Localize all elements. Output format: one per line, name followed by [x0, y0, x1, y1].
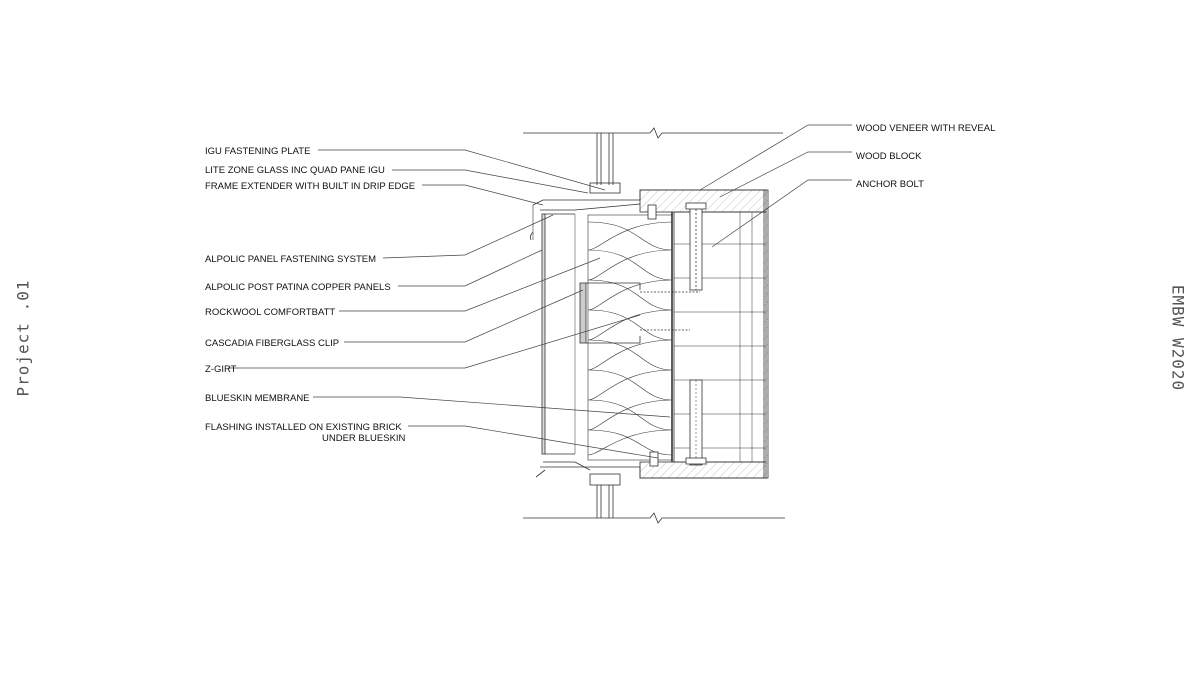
leader-frame-extender: [422, 184, 544, 206]
alpolic-panel: [541, 213, 576, 455]
callout-flashing-line1: FLASHING INSTALLED ON EXISTING BRICK: [205, 422, 402, 433]
leader-wood-block: [719, 151, 852, 198]
rockwool-insulation: [587, 214, 673, 461]
leader-lines-right: [699, 124, 852, 248]
callout-igu-fastening-plate: IGU FASTENING PLATE: [205, 146, 310, 157]
callout-alpolic-fastening: ALPOLIC PANEL FASTENING SYSTEM: [205, 254, 376, 265]
leader-igu-fastening-plate: [318, 149, 606, 191]
z-girt: [579, 282, 641, 344]
break-line-bottom: [523, 512, 785, 524]
callout-alpolic-panels: ALPOLIC POST PATINA COPPER PANELS: [205, 282, 391, 293]
leader-blueskin: [313, 396, 671, 418]
callout-frame-extender: FRAME EXTENDER WITH BUILT IN DRIP EDGE: [205, 181, 415, 192]
leader-alpolic-panels: [398, 249, 543, 287]
leader-rockwool: [339, 257, 601, 312]
wood-veneer-face: [763, 189, 769, 479]
anchor-bolt-upper: [685, 202, 707, 291]
leader-lite-zone-glass: [392, 169, 589, 194]
callout-anchor-bolt: ANCHOR BOLT: [856, 179, 924, 190]
anchor-bolt-lower: [685, 379, 707, 466]
callout-wood-veneer: WOOD VENEER WITH REVEAL: [856, 123, 995, 134]
callout-lite-zone-glass: LITE ZONE GLASS INC QUAD PANE IGU: [205, 165, 385, 176]
leader-wood-veneer: [699, 124, 852, 191]
callout-z-girt: Z-GIRT: [205, 364, 237, 375]
callout-flashing-line2: UNDER BLUESKIN: [322, 433, 406, 444]
leader-anchor-bolt: [711, 179, 852, 248]
glazing-mullion-top: [589, 133, 621, 194]
callout-rockwool: ROCKWOOL COMFORTBATT: [205, 307, 335, 318]
callouts-right: WOOD VENEER WITH REVEAL WOOD BLOCK ANCHO…: [856, 123, 995, 190]
callout-blueskin: BLUESKIN MEMBRANE: [205, 393, 310, 404]
leader-cascadia-clip: [344, 289, 584, 343]
glazing-mullion-bottom: [589, 473, 621, 518]
leader-z-girt: [228, 314, 641, 369]
existing-brick-wall: [673, 211, 767, 463]
leader-lines-left: [228, 149, 671, 459]
section-drawing: [523, 127, 785, 524]
leader-flashing: [408, 425, 659, 459]
clip-screws: [640, 204, 700, 467]
callout-cascadia-clip: CASCADIA FIBERGLASS CLIP: [205, 338, 339, 349]
leader-alpolic-fastening: [382, 214, 554, 259]
callouts-left: IGU FASTENING PLATE LITE ZONE GLASS INC …: [205, 146, 415, 444]
break-line-top: [523, 127, 783, 139]
callout-wood-block: WOOD BLOCK: [856, 151, 922, 162]
